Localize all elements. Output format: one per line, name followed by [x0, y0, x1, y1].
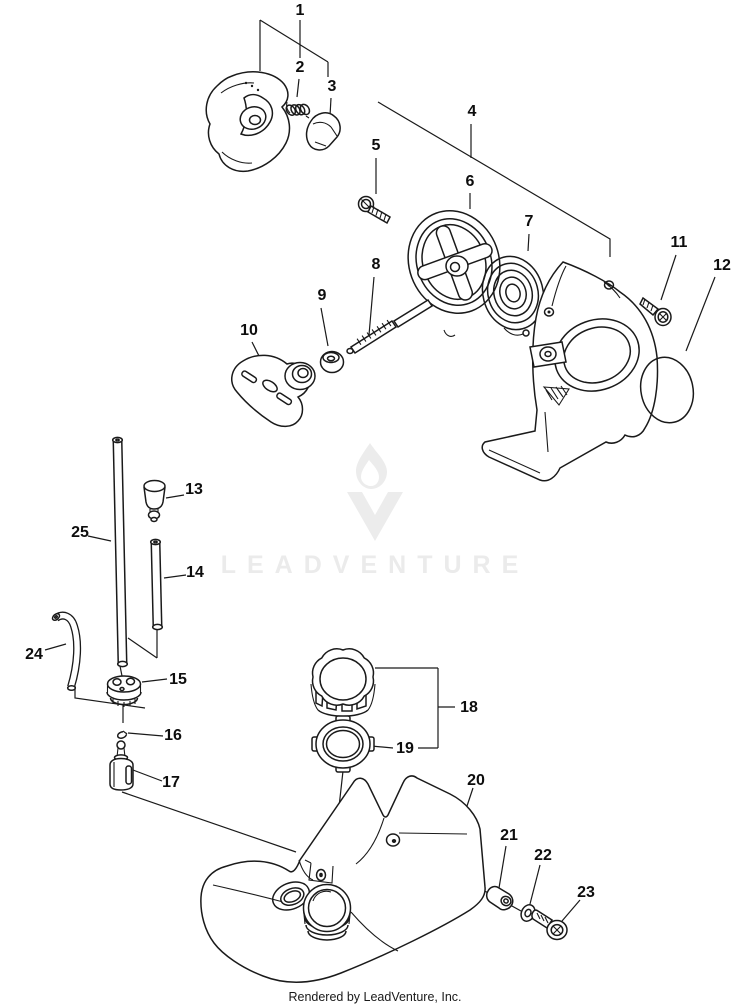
callout-6[interactable]: 6 — [465, 173, 475, 190]
callout-25[interactable]: 25 — [71, 524, 89, 541]
footer-credit: Rendered by LeadVenture, Inc. — [288, 990, 462, 1004]
callout-12[interactable]: 12 — [713, 257, 731, 274]
callout-16[interactable]: 16 — [164, 727, 182, 744]
callout-8[interactable]: 8 — [371, 256, 381, 273]
callout-11[interactable]: 11 — [670, 234, 688, 251]
callout-1[interactable]: 1 — [295, 2, 305, 19]
callout-20[interactable]: 20 — [467, 772, 485, 789]
callout-24[interactable]: 24 — [25, 646, 43, 663]
callout-18[interactable]: 18 — [460, 699, 478, 716]
callout-4[interactable]: 4 — [467, 103, 477, 120]
callout-5[interactable]: 5 — [371, 137, 381, 154]
callout-21[interactable]: 21 — [500, 827, 518, 844]
callout-14[interactable]: 14 — [186, 564, 204, 581]
callout-2[interactable]: 2 — [295, 59, 305, 76]
callout-15[interactable]: 15 — [169, 671, 187, 688]
callout-22[interactable]: 22 — [534, 847, 552, 864]
watermark-brand-text: LEADVENTURE — [220, 551, 530, 579]
callout-9[interactable]: 9 — [317, 287, 327, 304]
callout-3[interactable]: 3 — [327, 78, 337, 95]
callout-23[interactable]: 23 — [577, 884, 595, 901]
callout-17[interactable]: 17 — [162, 774, 180, 791]
callout-13[interactable]: 13 — [185, 481, 203, 498]
callout-10[interactable]: 10 — [240, 322, 258, 339]
callout-7[interactable]: 7 — [524, 213, 534, 230]
callout-19[interactable]: 19 — [396, 740, 414, 757]
